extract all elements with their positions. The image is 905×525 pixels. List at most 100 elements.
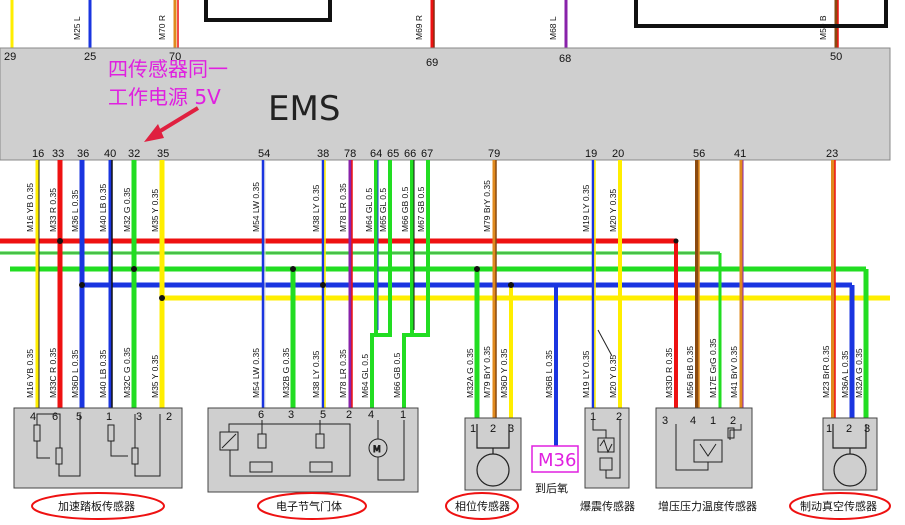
pin-label: 1	[710, 415, 716, 427]
ecu-pin: 65	[387, 148, 399, 160]
wire-label: M36D Y 0.35	[499, 348, 509, 398]
wire-label: M64 GL 0.5	[360, 354, 370, 398]
wire-label: M36B L 0.35	[544, 350, 554, 398]
caption-boost-sensor: 增压压力温度传感器	[658, 499, 757, 513]
wire-label: M66 GB 0.5	[400, 186, 410, 232]
throttle-body-connector[interactable]: 6 3 5 2 4 1 M	[207, 407, 419, 493]
ecu-pin: 32	[128, 148, 140, 160]
wire-label: M19 LY 0.35	[581, 184, 591, 232]
pin-label: 2	[346, 409, 352, 421]
pin-label: 1	[826, 423, 832, 435]
wire-label: M67 GB 0.5	[416, 186, 426, 232]
stub-label-50: M50 B	[818, 15, 828, 40]
ecu-pin: 79	[488, 148, 500, 160]
wire-label: M65 GL 0.5	[378, 188, 388, 232]
ecu-pin: 41	[734, 148, 746, 160]
wire-label: M33C R 0.35	[48, 348, 58, 398]
pin-label: 2	[730, 415, 736, 427]
captions: 加速踏板传感器 电子节气门体 相位传感器 到后氧 爆震传感器 增压压力温度传感器…	[31, 481, 891, 520]
knock-sensor-connector[interactable]: 1 2	[584, 407, 630, 489]
top-stubs: M25 L M70 R M69 R M68 L M50 B	[10, 0, 888, 48]
ecu-pin: 16	[32, 148, 44, 160]
wire-label: M20 Y 0.35	[608, 189, 618, 232]
pin-label: 3	[288, 409, 294, 421]
ecu-pin: 36	[77, 148, 89, 160]
pin-label: 2	[846, 423, 852, 435]
ground-to-rear-oxygen[interactable]: M36	[531, 445, 579, 473]
wire-label: M16 YB 0.35	[25, 349, 35, 398]
bus-wires	[0, 238, 890, 301]
ecu-pin: 19	[585, 148, 597, 160]
lower-wire-labels: M16 YB 0.35 M33C R 0.35 M36D L 0.35 M40 …	[25, 338, 864, 398]
wire-label: M33 R 0.35	[48, 188, 58, 232]
wire-label: M56 BrB 0.35	[685, 346, 695, 398]
ecu-pin-70: 70	[169, 51, 181, 63]
wire-label: M40 LB 0.35	[98, 184, 108, 232]
ecu-pin: 40	[104, 148, 116, 160]
stub-label-68: M68 L	[548, 16, 558, 40]
ecu-pin: 38	[317, 148, 329, 160]
pin-label: 5	[76, 411, 82, 423]
pin-label: 6	[258, 409, 264, 421]
junction-dots	[57, 238, 679, 301]
stub-label-70: M70 R	[157, 15, 167, 40]
pin-label: 4	[368, 409, 374, 421]
ecu-pin: 56	[693, 148, 705, 160]
caption-pedal-sensor: 加速踏板传感器	[58, 499, 135, 513]
wire-label: M38 LY 0.35	[311, 184, 321, 232]
wire-label: M35 Y 0.35	[150, 355, 160, 398]
ground-box-label: M36	[538, 450, 576, 471]
wire-label: M32C G 0.35	[122, 347, 132, 398]
vertical-wires	[35, 160, 869, 446]
stub-label-25: M25 L	[72, 16, 82, 40]
ecu-pin-68: 68	[559, 53, 571, 65]
boost-pressure-sensor-connector[interactable]: 3 4 1 2	[655, 407, 753, 489]
pin-label: 2	[616, 411, 622, 423]
stub-label-69: M69 R	[414, 15, 424, 40]
ecu-pin: 35	[157, 148, 169, 160]
wire-label: M64 GL 0.5	[364, 188, 374, 232]
ecu-body	[0, 47, 891, 161]
pin-label: 4	[30, 411, 36, 423]
pin-label: 1	[400, 409, 406, 421]
wire-label: M41 BrV 0.35	[729, 346, 739, 398]
wire-label: M16 YB 0.35	[25, 183, 35, 232]
ecu-pin: 54	[258, 148, 270, 160]
wire-label: M17E GrG 0.35	[708, 338, 718, 398]
wire-label: M78 LR 0.35	[338, 349, 348, 398]
wire-label: M32A G 0.35	[854, 348, 864, 398]
caption-throttle-body: 电子节气门体	[276, 499, 342, 513]
ecu-pin-25: 25	[84, 51, 96, 63]
brake-vacuum-sensor-connector[interactable]: 1 2 3	[822, 417, 878, 491]
caption-phase-sensor: 相位传感器	[455, 499, 510, 513]
caption-vacuum-sensor: 制动真空传感器	[800, 499, 877, 513]
pin-label: 1	[590, 411, 596, 423]
pin-label: 3	[136, 411, 142, 423]
wire-label: M54 LW 0.35	[251, 348, 261, 398]
ecu-pin-50: 50	[830, 51, 842, 63]
wire-label: M32 G 0.35	[122, 187, 132, 232]
pedal-sensor-connector[interactable]: 4 6 5 1 3 2	[13, 407, 183, 489]
wire-label: M36D L 0.35	[70, 349, 80, 398]
wire-label: M66 GB 0.5	[392, 352, 402, 398]
pin-label: 3	[662, 415, 668, 427]
wire-label: M32B G 0.35	[281, 348, 291, 398]
wire-label: M19 LY 0.35	[581, 350, 591, 398]
phase-sensor-connector[interactable]: 1 2 3	[464, 417, 522, 491]
ecu-pin: 66	[404, 148, 416, 160]
caption-knock-sensor: 爆震传感器	[580, 499, 635, 513]
ecu-pin-29: 29	[4, 51, 16, 63]
ecu-pin: 33	[52, 148, 64, 160]
ecu-pin: 64	[370, 148, 382, 160]
svg-text:M: M	[373, 445, 381, 455]
pin-label: 6	[52, 411, 58, 423]
pin-label: 3	[864, 423, 870, 435]
wire-label: M23 BrR 0.35	[821, 345, 831, 398]
wire-label: M35 Y 0.35	[150, 189, 160, 232]
annotation-arrow	[144, 106, 200, 142]
wire-label: M79 BrY 0.35	[482, 346, 492, 398]
wire-label: M32A G 0.35	[465, 348, 475, 398]
annotation-line2: 工作电源 5V	[108, 85, 221, 109]
wire-label: M33D R 0.35	[664, 348, 674, 398]
